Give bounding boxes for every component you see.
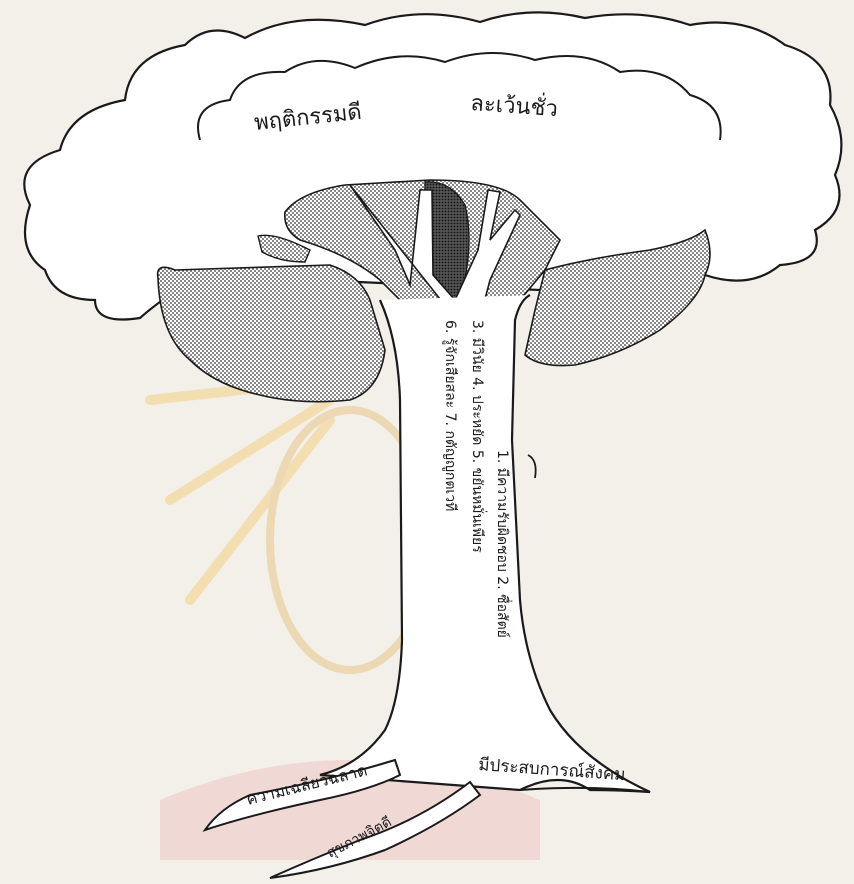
trunk-text-line-3: 6. รู้จักเสียสละ 7. กตัญญูกตเวที	[442, 320, 458, 511]
trunk-text-line-1: 1. มีความรับผิดชอบ 2. ซื่อสัตย์	[494, 450, 512, 638]
trunk-text-line-2: 3. มีวินัย 4. ประหยัด 5. ขยันหมั่นเพียร	[469, 320, 487, 553]
trunk-knot	[528, 455, 536, 478]
branch-left-shade	[158, 265, 385, 402]
